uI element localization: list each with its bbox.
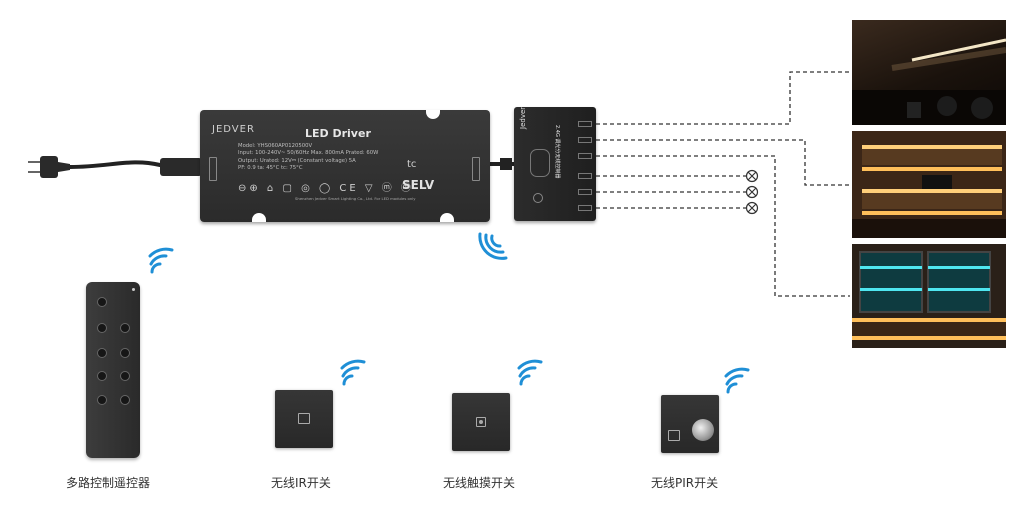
output-port xyxy=(578,205,592,211)
pir-switch xyxy=(661,395,719,453)
spec-model: Model: YHS060AP0120500V xyxy=(238,143,313,149)
output-port xyxy=(578,153,592,159)
remote-button xyxy=(97,371,107,381)
pir-sensor-lens xyxy=(692,419,714,441)
driver-brand: JEDVER xyxy=(212,124,255,135)
manufacturer-address: Shenzhen Jedver Smart Lighting Co., Ltd.… xyxy=(295,196,416,201)
unused-output-icon-1 xyxy=(745,169,759,183)
spec-pf: PF: 0.9 ta: 45°C tc: 75°C xyxy=(238,164,303,171)
certification-marks: ⊖⊕ ⌂ ▢ ◎ ◯ CE ▽ ⓜ ⓜ xyxy=(238,183,414,194)
wifi-icon-remote xyxy=(148,247,174,274)
remote-button xyxy=(97,395,107,405)
driver-specs: Model: YHS060AP0120500V Input: 100-240V~… xyxy=(238,143,378,172)
ir-sensor-icon xyxy=(298,413,310,424)
ir-switch xyxy=(275,390,333,448)
wire-1 xyxy=(596,71,850,125)
output-port xyxy=(578,137,592,143)
photo-shelves-warm xyxy=(852,131,1006,238)
wifi-icon-pir xyxy=(724,367,750,394)
receiver-pair-button xyxy=(530,149,550,177)
mount-notch xyxy=(252,213,266,222)
receiver-knob xyxy=(533,193,543,203)
remote-button xyxy=(120,395,130,405)
remote-indicator-led xyxy=(132,288,135,291)
led-driver: JEDVER LED Driver Model: YHS060AP0120500… xyxy=(200,110,490,222)
remote-button xyxy=(97,323,107,333)
caption-touch-switch: 无线触摸开关 xyxy=(443,476,516,490)
touch-button-icon xyxy=(476,417,486,427)
wireless-receiver: Jedver 2.4G 调光分无线控制器 xyxy=(514,107,596,221)
mount-notch xyxy=(426,110,440,119)
driver-title: LED Driver xyxy=(305,127,371,140)
output-port xyxy=(578,121,592,127)
wifi-icon-driver xyxy=(478,232,508,260)
output-terminal xyxy=(472,157,480,181)
wire-3 xyxy=(596,155,850,297)
photo-cabinet-dark xyxy=(852,20,1006,125)
spec-output: Output: Urated: 12V⎓ (Constant voltage) … xyxy=(238,157,356,164)
remote-button xyxy=(120,348,130,358)
photo-cabinet-cyan xyxy=(852,244,1006,348)
remote-button xyxy=(120,371,130,381)
receiver-label: 2.4G 调光分无线控制器 xyxy=(554,125,560,179)
spec-input: Input: 100-240V~ 50/60Hz Max. 800mA Prat… xyxy=(238,150,379,157)
selv-mark: SELV xyxy=(402,178,435,192)
touch-switch xyxy=(452,393,510,451)
caption-remote: 多路控制遥控器 xyxy=(66,476,151,490)
output-port xyxy=(578,189,592,195)
unused-output-icon-2 xyxy=(745,185,759,199)
output-port xyxy=(578,173,592,179)
pir-icon xyxy=(668,430,680,441)
power-cable xyxy=(69,160,201,169)
caption-ir-switch: 无线IR开关 xyxy=(271,476,331,490)
remote-button xyxy=(120,323,130,333)
mount-notch xyxy=(440,213,454,222)
receiver-brand: Jedver xyxy=(519,106,527,129)
wire-2 xyxy=(596,139,850,186)
unused-output-icon-3 xyxy=(745,201,759,215)
remote-button xyxy=(97,297,107,307)
wifi-icon-ir xyxy=(340,359,366,386)
power-plug-icon xyxy=(28,156,70,178)
caption-pir-switch: 无线PIR开关 xyxy=(651,476,719,490)
input-terminal xyxy=(209,157,217,181)
remote-button xyxy=(97,348,107,358)
tc-mark: tc xyxy=(407,159,417,170)
wifi-icon-touch xyxy=(517,359,543,386)
multi-zone-remote xyxy=(86,282,140,458)
